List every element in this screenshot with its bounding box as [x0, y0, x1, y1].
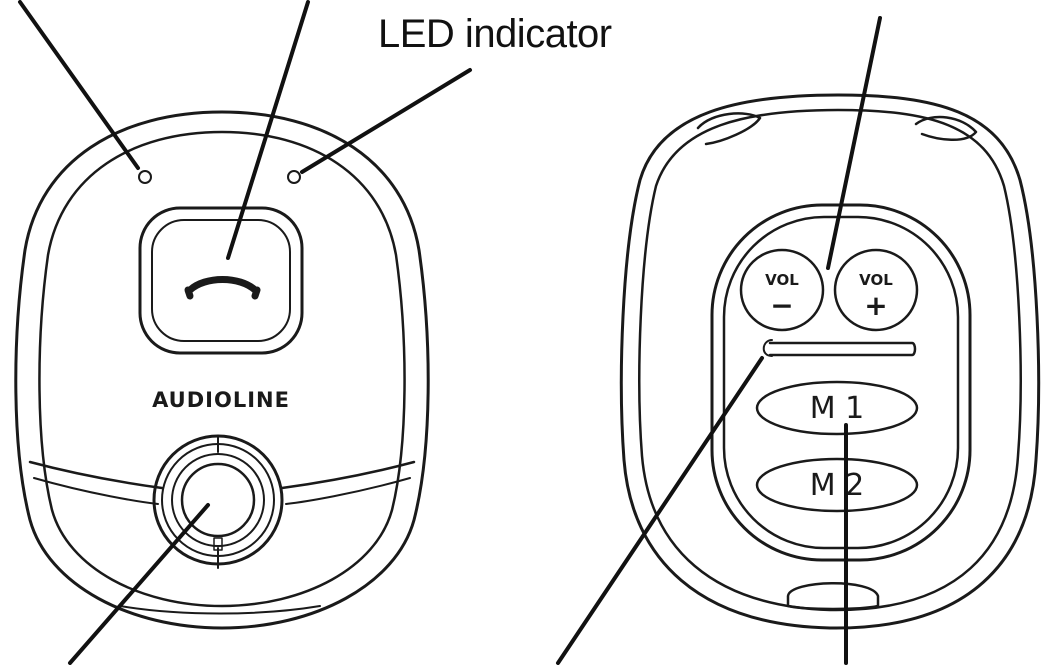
vol-plus-sign: + [864, 289, 887, 322]
leader-line-call-button [226, 0, 310, 260]
vol-minus-text: VOL [765, 271, 799, 289]
back-clip-right [914, 115, 978, 141]
leader-lines [18, 0, 882, 665]
call-button-inner [151, 219, 291, 342]
leader-line-volume [826, 16, 882, 270]
back-clip-bottom [786, 582, 880, 611]
call-button-outer [138, 206, 304, 355]
memory-2-button[interactable] [755, 457, 919, 513]
separator-slot [768, 341, 917, 357]
leader-line-led-left [18, 0, 140, 170]
leader-line-led-right [300, 68, 472, 174]
memory-1-button[interactable] [755, 380, 919, 436]
back-clip-left [696, 112, 762, 146]
front-band-seam-lower-r [285, 477, 411, 505]
led-indicator-label: LED indicator [378, 12, 612, 56]
memory-1-label: M 1 [810, 391, 865, 426]
vol-minus-sign: − [770, 289, 793, 322]
front-band-seam-upper [28, 460, 164, 490]
handset-icon-right [251, 286, 261, 300]
call-button[interactable] [138, 206, 304, 355]
front-unit [14, 110, 430, 630]
grille-notch [213, 537, 223, 551]
front-bottom-line [119, 605, 321, 615]
handset-icon-left [184, 286, 194, 300]
grille-ring-4 [180, 462, 256, 538]
microphone-grille [152, 434, 284, 569]
leader-line-grille [68, 503, 210, 665]
front-body-outline [14, 110, 430, 630]
vol-minus-button[interactable] [739, 248, 825, 332]
keypad-surround-inner [722, 215, 960, 550]
leader-line-separator [556, 356, 764, 665]
front-band-seam-lower [33, 477, 159, 505]
brand-logo: AUDIOLINE [152, 388, 290, 412]
memory-2-label: M 2 [810, 468, 865, 503]
led-indicator-left [138, 170, 152, 184]
back-body-rim [638, 108, 1022, 612]
vol-plus-button[interactable] [833, 248, 919, 332]
led-indicator-right [287, 170, 301, 184]
grille-ring-3 [171, 453, 265, 547]
front-body-rim [38, 130, 406, 608]
back-unit [619, 93, 1041, 630]
separator-hook [762, 339, 773, 357]
handset-icon [186, 276, 259, 294]
vol-plus-text: VOL [859, 271, 893, 289]
back-body-outline [619, 93, 1041, 630]
front-band-seam-upper-r [280, 460, 416, 490]
